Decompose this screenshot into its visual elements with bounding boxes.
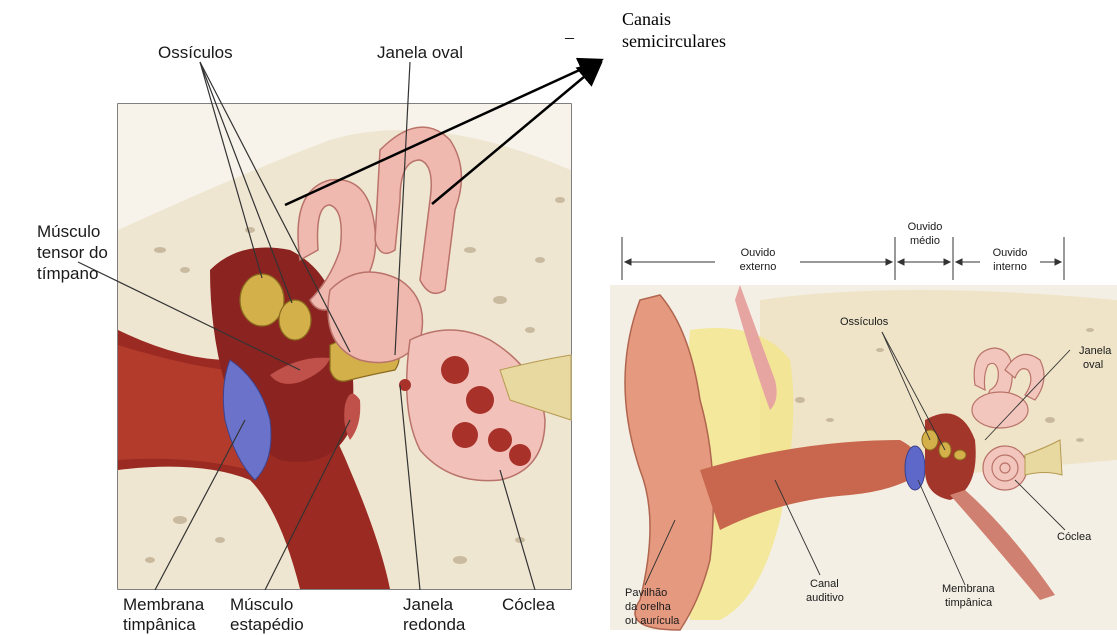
annotation-dash: – xyxy=(565,26,574,49)
label-membrana-2: timpânica xyxy=(123,614,196,635)
label-janela-oval: Janela oval xyxy=(377,42,463,63)
label-janela-oval-right-2: oval xyxy=(1083,359,1103,373)
tympanic-membrane-right xyxy=(905,446,925,490)
label-janela-oval-right-1: Janela xyxy=(1079,345,1111,359)
label-musculo-tensor-3: tímpano xyxy=(37,263,98,284)
label-membrana-right-1: Membrana xyxy=(942,583,995,597)
label-musculo-estapedio-1: Músculo xyxy=(230,594,293,615)
label-coclea-right: Cóclea xyxy=(1057,531,1091,545)
label-pavilhao-1: Pavilhão xyxy=(625,587,667,601)
label-canais-2: semicirculares xyxy=(622,30,726,53)
label-ossiculos-right: Ossículos xyxy=(840,316,888,330)
region-medio-2: médio xyxy=(898,235,952,249)
label-musculo-tensor-2: tensor do xyxy=(37,242,108,263)
label-membrana-1: Membrana xyxy=(123,594,204,615)
label-membrana-right-2: timpânica xyxy=(945,597,992,611)
label-pavilhao-3: ou aurícula xyxy=(625,615,679,629)
label-canal-1: Canal xyxy=(810,578,839,592)
region-externo-2: externo xyxy=(718,261,798,275)
label-canal-2: auditivo xyxy=(806,592,844,606)
label-pavilhao-2: da orelha xyxy=(625,601,671,615)
label-musculo-estapedio-2: estapédio xyxy=(230,614,304,635)
label-canais-1: Canais xyxy=(622,8,671,31)
region-externo-1: Ouvido xyxy=(718,247,798,261)
label-ossiculos: Ossículos xyxy=(158,42,233,63)
label-musculo-tensor-1: Músculo xyxy=(37,221,100,242)
region-medio-1: Ouvido xyxy=(898,221,952,235)
cochlea-right xyxy=(983,446,1027,490)
region-interno-2: interno xyxy=(980,261,1040,275)
label-janela-redonda-1: Janela xyxy=(403,594,453,615)
region-interno-1: Ouvido xyxy=(980,247,1040,261)
label-coclea: Cóclea xyxy=(502,594,555,615)
label-janela-redonda-2: redonda xyxy=(403,614,465,635)
right-ear-illustration xyxy=(610,285,1117,630)
